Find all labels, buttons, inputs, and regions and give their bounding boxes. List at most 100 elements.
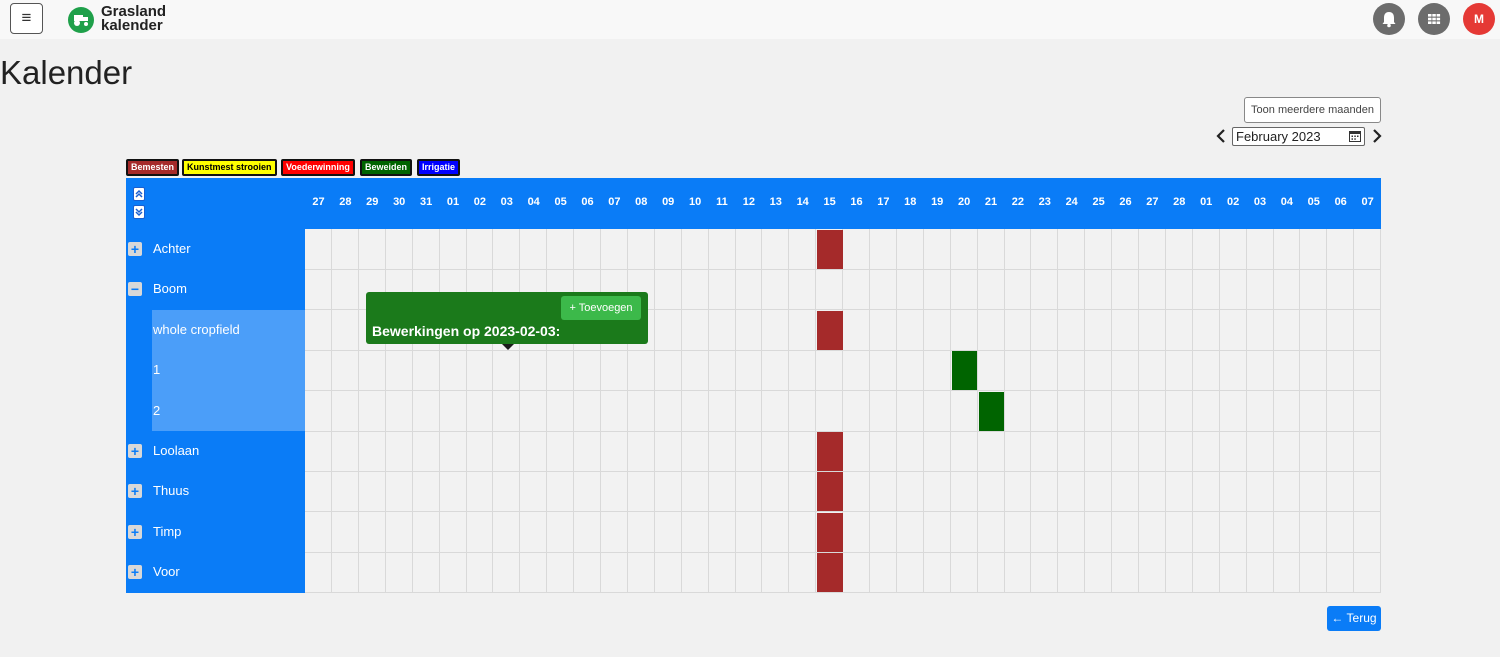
calendar-cell[interactable] — [1031, 471, 1059, 513]
expand-icon[interactable]: + — [128, 242, 142, 256]
calendar-cell[interactable] — [1165, 552, 1193, 594]
calendar-cell[interactable] — [762, 471, 790, 513]
calendar-cell[interactable] — [1004, 552, 1032, 594]
calendar-cell[interactable] — [1246, 309, 1274, 351]
calendar-cell[interactable] — [843, 552, 870, 594]
calendar-cell[interactable] — [439, 350, 467, 392]
calendar-cell[interactable] — [762, 229, 790, 270]
calendar-cell[interactable] — [681, 309, 709, 351]
calendar-cell[interactable] — [1085, 511, 1113, 553]
calendar-cell[interactable] — [627, 350, 655, 392]
calendar-cell[interactable] — [1246, 229, 1274, 270]
calendar-cell[interactable] — [1192, 511, 1220, 553]
calendar-cell[interactable] — [1327, 229, 1355, 270]
expand-all-button[interactable] — [133, 205, 145, 219]
calendar-cell[interactable] — [843, 511, 870, 553]
calendar-cell[interactable] — [493, 511, 521, 553]
event-bemesten[interactable] — [817, 432, 843, 471]
add-operation-button[interactable]: + Toevoegen — [561, 296, 641, 320]
calendar-cell[interactable] — [1246, 269, 1274, 311]
calendar-cell[interactable] — [681, 350, 709, 392]
calendar-cell[interactable] — [331, 431, 359, 472]
calendar-cell[interactable] — [1165, 431, 1193, 472]
calendar-cell[interactable] — [762, 390, 790, 432]
calendar-cell[interactable] — [412, 511, 440, 553]
calendar-cell[interactable] — [816, 350, 844, 392]
calendar-cell[interactable] — [1004, 471, 1032, 513]
calendar-cell[interactable] — [708, 431, 736, 472]
calendar-cell[interactable] — [1246, 431, 1274, 472]
calendar-cell[interactable] — [1219, 390, 1247, 432]
calendar-cell[interactable] — [1112, 552, 1139, 594]
hamburger-menu-button[interactable]: ≡ — [10, 3, 43, 34]
calendar-cell[interactable] — [869, 511, 897, 553]
calendar-cell[interactable] — [896, 471, 924, 513]
calendar-cell[interactable] — [1112, 471, 1139, 513]
calendar-cell[interactable] — [843, 431, 870, 472]
calendar-cell[interactable] — [1192, 390, 1220, 432]
calendar-cell[interactable] — [654, 390, 682, 432]
field-row-thuus[interactable]: +Thuus — [126, 471, 305, 513]
calendar-cell[interactable] — [1219, 229, 1247, 270]
calendar-cell[interactable] — [1300, 269, 1328, 311]
calendar-cell[interactable] — [600, 229, 628, 270]
calendar-cell[interactable] — [923, 229, 951, 270]
calendar-cell[interactable] — [816, 511, 844, 553]
calendar-cell[interactable] — [1138, 552, 1166, 594]
calendar-cell[interactable] — [923, 269, 951, 311]
calendar-cell[interactable] — [789, 431, 817, 472]
calendar-cell[interactable] — [789, 309, 817, 351]
calendar-cell[interactable] — [1192, 431, 1220, 472]
calendar-cell[interactable] — [789, 269, 817, 311]
calendar-cell[interactable] — [977, 350, 1005, 392]
calendar-cell[interactable] — [1273, 390, 1301, 432]
calendar-cell[interactable] — [385, 390, 413, 432]
calendar-cell[interactable] — [1138, 471, 1166, 513]
calendar-cell[interactable] — [869, 350, 897, 392]
calendar-cell[interactable] — [1354, 390, 1382, 432]
calendar-cell[interactable] — [896, 552, 924, 594]
calendar-cell[interactable] — [358, 431, 386, 472]
calendar-cell[interactable] — [923, 309, 951, 351]
calendar-cell[interactable] — [654, 350, 682, 392]
calendar-cell[interactable] — [1273, 269, 1301, 311]
calendar-cell[interactable] — [896, 431, 924, 472]
calendar-cell[interactable] — [574, 229, 601, 270]
calendar-cell[interactable] — [1354, 471, 1382, 513]
calendar-cell[interactable] — [439, 471, 467, 513]
calendar-cell[interactable] — [1273, 552, 1301, 594]
calendar-cell[interactable] — [1327, 471, 1355, 513]
event-bemesten[interactable] — [817, 553, 843, 593]
calendar-cell[interactable] — [923, 350, 951, 392]
calendar-cell[interactable] — [843, 309, 870, 351]
calendar-cell[interactable] — [627, 431, 655, 472]
calendar-cell[interactable] — [1165, 350, 1193, 392]
calendar-cell[interactable] — [1112, 390, 1139, 432]
calendar-cell[interactable] — [1192, 471, 1220, 513]
calendar-cell[interactable] — [977, 511, 1005, 553]
event-bemesten[interactable] — [817, 230, 843, 269]
apps-button[interactable] — [1418, 3, 1450, 35]
calendar-cell[interactable] — [1004, 229, 1032, 270]
calendar-cell[interactable] — [1058, 431, 1086, 472]
calendar-cell[interactable] — [1246, 511, 1274, 553]
calendar-cell[interactable] — [1354, 229, 1382, 270]
calendar-cell[interactable] — [627, 309, 655, 351]
calendar-cell[interactable] — [466, 350, 494, 392]
calendar-cell[interactable] — [708, 390, 736, 432]
calendar-cell[interactable] — [789, 229, 817, 270]
brand-name[interactable]: Grasland kalender — [101, 4, 166, 33]
calendar-cell[interactable] — [412, 350, 440, 392]
calendar-cell[interactable] — [735, 350, 763, 392]
calendar-cell[interactable] — [1219, 350, 1247, 392]
calendar-cell[interactable] — [923, 390, 951, 432]
calendar-cell[interactable] — [1354, 269, 1382, 311]
calendar-cell[interactable] — [358, 350, 386, 392]
calendar-cell[interactable] — [1327, 431, 1355, 472]
calendar-cell[interactable] — [358, 471, 386, 513]
calendar-cell[interactable] — [681, 511, 709, 553]
calendar-cell[interactable] — [574, 350, 601, 392]
calendar-cell[interactable] — [493, 390, 521, 432]
calendar-cell[interactable] — [896, 309, 924, 351]
calendar-cell[interactable] — [412, 229, 440, 270]
